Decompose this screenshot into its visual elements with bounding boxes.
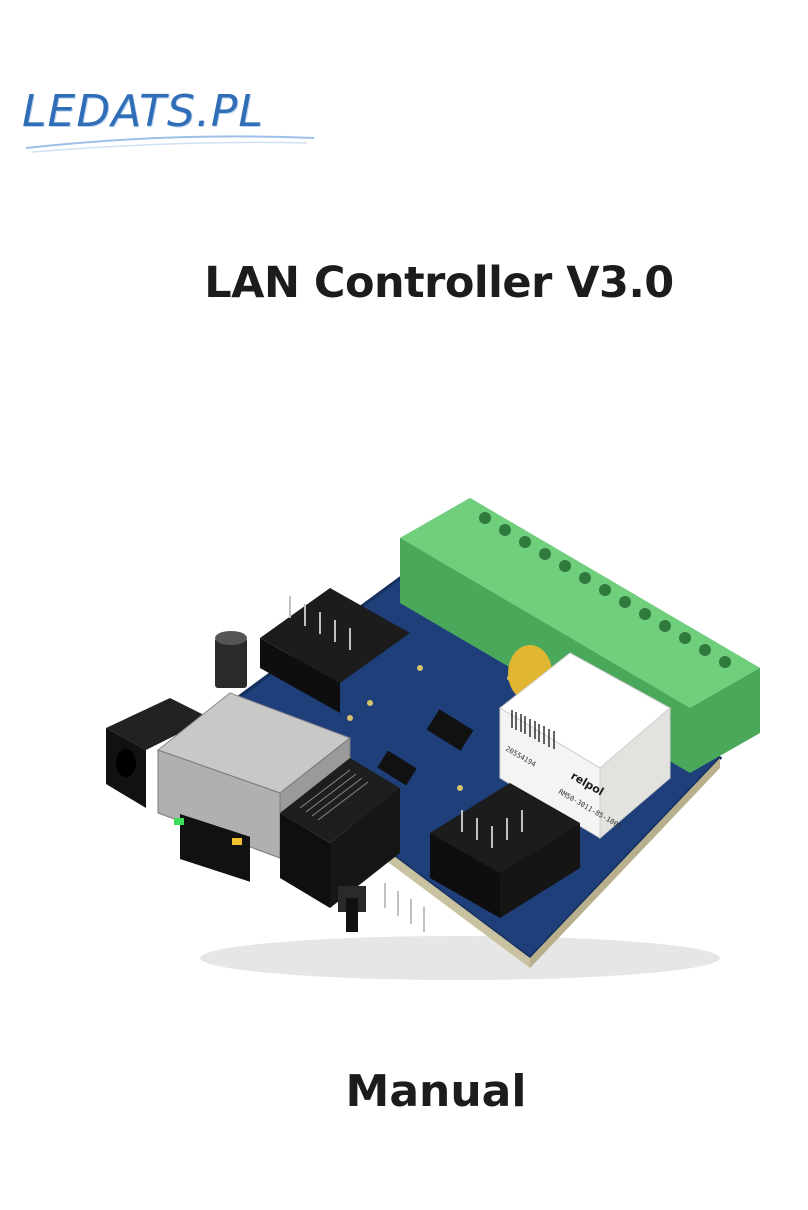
tactile-button [338, 886, 366, 932]
relay: relpol RM50-3011-85-1005 20554194 [499, 652, 671, 840]
ethernet-led-green [174, 818, 184, 825]
ethernet-led-yellow [232, 838, 242, 845]
rj-connector [280, 758, 400, 908]
pin-header-front [430, 783, 580, 918]
logo-wordmark: LEDATS.PL [22, 86, 264, 137]
board-shadow [200, 936, 720, 980]
relay-barcode [511, 710, 555, 749]
electrolytic-capacitor [215, 631, 247, 688]
document-title: LAN Controller V3.0 [204, 258, 674, 308]
ethernet-port-opening [180, 813, 250, 882]
document-subtitle: Manual [345, 1066, 527, 1117]
terminal-blocks [400, 498, 760, 773]
pin-header-back [260, 588, 410, 713]
ic-chip-1 [426, 709, 474, 751]
ledats-logo: LEDATS.PL [22, 80, 322, 160]
ic-chip-2 [377, 750, 417, 786]
small-pin-header [384, 883, 425, 932]
product-photo: relpol RM50-3011-85-1005 20554194 [100, 488, 780, 1008]
dc-power-jack [106, 698, 210, 808]
lan-controller-board-illustration: relpol RM50-3011-85-1005 20554194 [106, 498, 760, 980]
pcb-edge-right [530, 758, 720, 968]
